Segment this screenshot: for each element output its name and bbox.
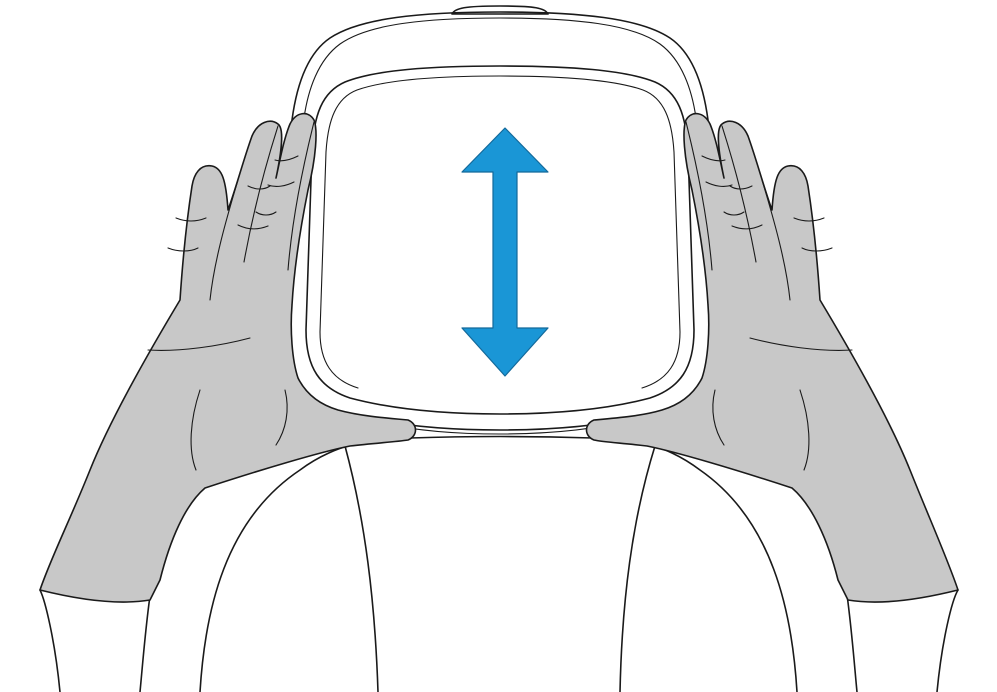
right-hand [587,114,959,602]
right-glove [587,114,959,602]
left-hand [40,114,416,602]
double-arrow-vertical-icon [462,128,548,376]
left-glove [40,114,416,602]
